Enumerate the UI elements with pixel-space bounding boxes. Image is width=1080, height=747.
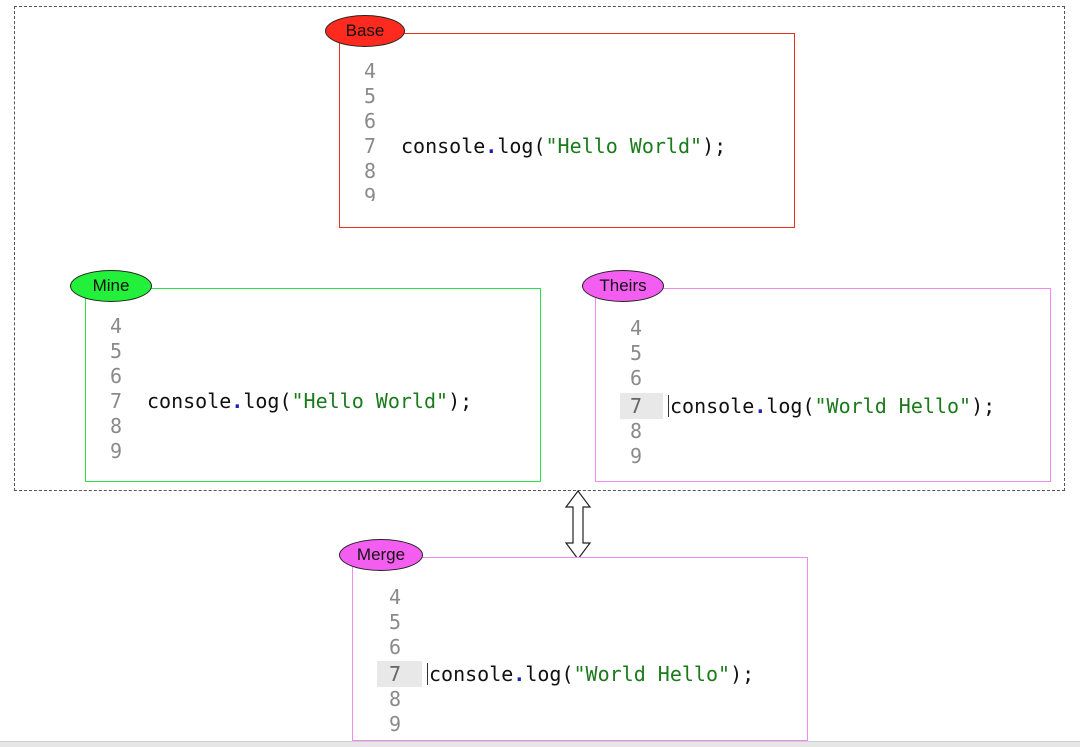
code-line: console.log("Hello World"); (401, 134, 727, 158)
line-number: 9 (630, 444, 643, 468)
line-number: 5 (389, 610, 402, 634)
line-number: 4 (630, 316, 643, 340)
mine-panel: 4 5 6 7 8 9 console.log("Hello World"); (85, 288, 541, 482)
line-number: 8 (364, 159, 377, 183)
base-label: Base (325, 15, 405, 47)
line-number: 5 (110, 339, 123, 363)
code-line: console.log("Hello World"); (147, 389, 473, 413)
line-number: 8 (110, 414, 123, 438)
line-number: 4 (389, 585, 402, 609)
text-cursor (668, 395, 669, 417)
line-number-active: 7 (377, 661, 423, 687)
mine-label: Mine (70, 270, 152, 302)
line-number: 4 (110, 314, 123, 338)
line-number: 8 (630, 419, 643, 443)
merge-label: Merge (339, 539, 423, 571)
double-vertical-arrow-icon (564, 490, 592, 560)
base-panel: 4 5 6 7 8 9 console.log("Hello World"); (339, 33, 795, 228)
merge-panel: 4 5 6 7 8 9 console.log("World Hello"); (352, 557, 808, 741)
line-number: 7 (364, 134, 377, 158)
line-number: 6 (110, 364, 123, 388)
window-bottom-edge (0, 741, 1080, 747)
line-number: 9 (389, 712, 402, 736)
line-number: 7 (110, 389, 123, 413)
line-number: 5 (630, 341, 643, 365)
theirs-panel: 4 5 6 7 8 9 console.log("World Hello"); (595, 288, 1051, 482)
line-number: 6 (364, 109, 377, 133)
line-number: 6 (389, 635, 402, 659)
code-line-cursor[interactable]: console.log("World Hello"); (427, 662, 755, 686)
line-number: 9 (110, 439, 123, 463)
theirs-label: Theirs (582, 270, 664, 302)
line-number: 8 (389, 687, 402, 711)
upstream-versions-group (14, 6, 1065, 491)
code-line-cursor[interactable]: console.log("World Hello"); (668, 394, 996, 418)
line-number: 5 (364, 84, 377, 108)
text-cursor (427, 663, 428, 685)
line-number: 6 (630, 366, 643, 390)
line-number-active: 7 (620, 393, 664, 419)
line-number: 4 (364, 59, 377, 83)
line-number: 9 (364, 184, 377, 201)
